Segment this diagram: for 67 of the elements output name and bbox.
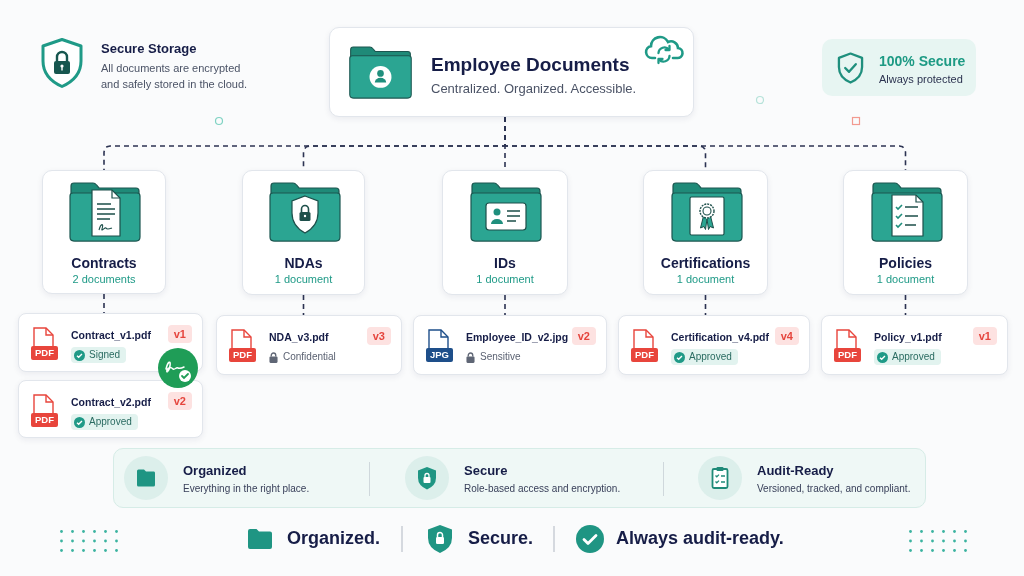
file-card	[413, 315, 607, 375]
tagline-text: Secure.	[468, 527, 534, 549]
stat-subtitle: Always protected	[879, 72, 963, 86]
document-count: 2 documents	[71, 272, 137, 287]
version-label: v2	[167, 392, 192, 410]
dashed-connector	[704, 294, 707, 316]
folder-title: Contracts	[70, 254, 138, 272]
file-name: Contract_v2.pdf	[71, 395, 151, 409]
file-name: Employee_ID_v2.jpg	[466, 330, 569, 344]
file-type-label: JPG	[426, 348, 453, 362]
dashed-connector	[504, 294, 506, 316]
status-label: Sensitive	[480, 351, 521, 363]
document-count: 1 document	[273, 272, 334, 287]
document-count: 1 document	[675, 272, 736, 287]
file-type-label: PDF	[31, 413, 58, 427]
folder-title: Policies	[878, 254, 933, 272]
folder-card	[242, 170, 365, 295]
stat-title: 100% Secure	[879, 52, 966, 70]
status-label: Approved	[89, 416, 132, 428]
file-name: Contract_v1.pdf	[71, 328, 151, 342]
file-type-label: PDF	[631, 348, 658, 362]
file-card	[18, 380, 203, 438]
folder-card	[42, 170, 166, 294]
feature-title: Audit-Ready	[757, 462, 834, 480]
description: All documents are encrypted and safely stored in the cloud.	[101, 61, 249, 92]
file-card	[18, 313, 203, 372]
tagline-text: Organized.	[287, 527, 380, 549]
file-type-label: PDF	[229, 348, 256, 362]
subtitle: Centralized. Organized. Accessible.	[431, 80, 637, 98]
file-type-label: PDF	[31, 346, 58, 360]
dashed-connector	[302, 294, 305, 316]
title: Employee Documents	[431, 54, 630, 76]
status-label: Approved	[689, 351, 732, 363]
document-count: 1 document	[475, 272, 535, 287]
folder-card	[643, 170, 768, 295]
file-card	[618, 315, 810, 375]
folder-card	[843, 170, 968, 295]
version-label: v2	[571, 327, 596, 345]
security-stat-card	[822, 39, 976, 96]
feature-description: Everything in the right place.	[183, 482, 310, 496]
feature-title: Organized	[183, 462, 247, 480]
folder-title: Certifications	[659, 254, 752, 272]
file-name: Policy_v1.pdf	[874, 330, 942, 344]
document-count: 1 document	[875, 272, 936, 287]
version-label: v4	[774, 327, 799, 345]
feature-title: Secure	[464, 462, 508, 480]
version-label: v1	[972, 327, 997, 345]
heading: Secure Storage	[101, 41, 197, 57]
dashed-connector	[904, 294, 907, 316]
version-label: v1	[167, 325, 192, 343]
file-card	[216, 315, 402, 375]
folder-card	[442, 170, 568, 295]
status-label: Confidential	[283, 351, 336, 363]
status-label: Approved	[892, 351, 935, 363]
file-type-label: PDF	[834, 348, 861, 362]
file-card	[821, 315, 1008, 375]
tagline-text: Always audit-ready.	[616, 527, 784, 549]
file-name: NDA_v3.pdf	[269, 330, 329, 344]
header-card	[329, 27, 694, 117]
status-label: Signed	[89, 349, 121, 361]
folder-title: IDs	[493, 254, 517, 272]
version-label: v3	[366, 327, 391, 345]
file-name: Certification_v4.pdf	[671, 330, 770, 344]
feature-description: Versioned, tracked, and compliant.	[757, 482, 911, 496]
folder-title: NDAs	[283, 254, 324, 272]
features-panel	[113, 448, 926, 508]
feature-description: Role-based access and encryption.	[464, 482, 621, 496]
